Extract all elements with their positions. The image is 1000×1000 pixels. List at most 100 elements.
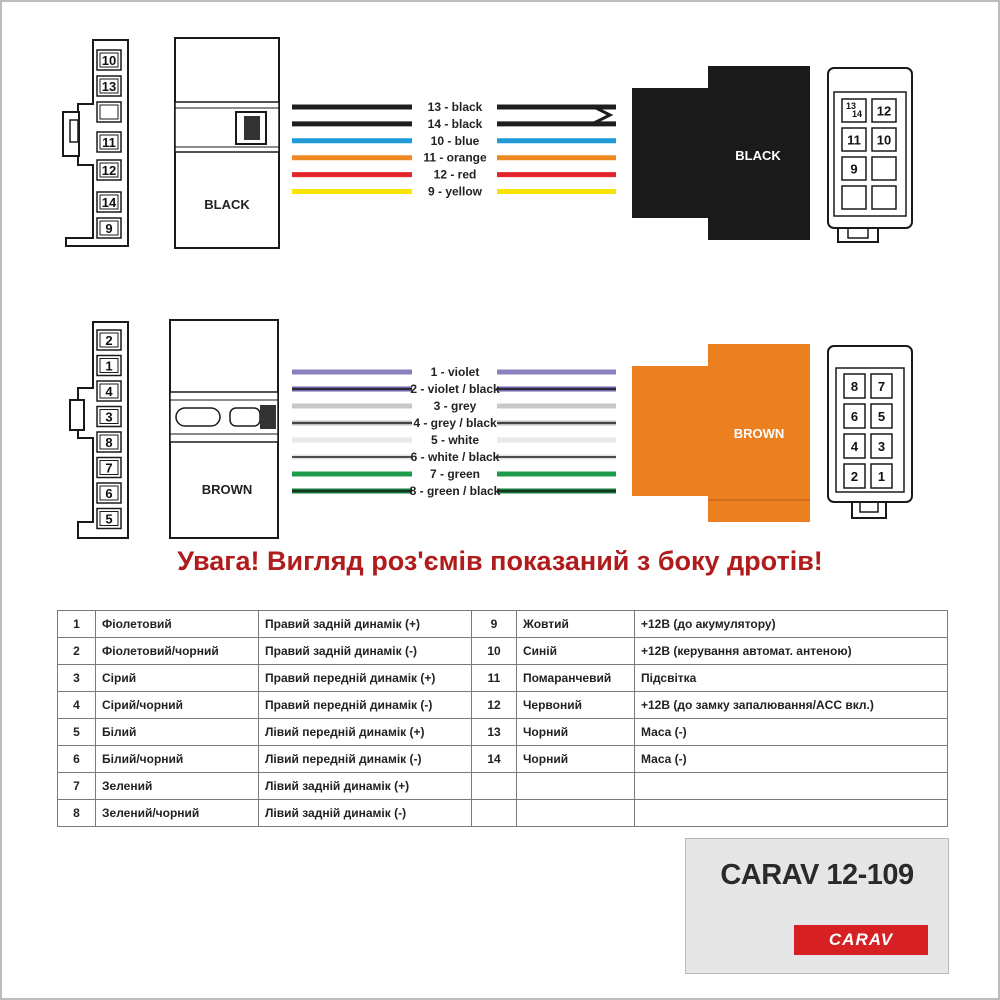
black-face-pin-13-label: 13 [846,101,856,111]
table-cell [471,799,517,827]
table-cell: Фіолетовий [95,610,259,638]
brown-wire-label-2-violet-black: 2 - violet / black [410,382,500,396]
brown-housing-label: BROWN [202,482,253,497]
table-cell: Чорний [516,745,635,773]
brown-side-pin-2-inner [99,332,119,348]
black-face-pin-14-label: 14 [852,109,862,119]
brown-wire-label-1-violet: 1 - violet [431,365,480,379]
table-cell: 11 [471,664,517,692]
wire-junction-arrow [497,105,614,125]
black-side-pin-12-inner [99,162,119,178]
table-cell: Сірий/чорний [95,691,259,719]
black-wire-group: 13 - black 14 - black 10 - blue 11 - orange… [292,100,616,199]
brown-side-pin-4-label: 4 [105,384,113,399]
brown-side-pin-5-label: 5 [105,512,112,527]
table-cell: Лівий передній динамік (-) [258,745,472,773]
brown-side-pin-6-inner [99,485,119,501]
black-side-pin-11-inner [99,134,119,150]
brown-side-pin-7-label: 7 [105,461,112,476]
table-cell: 7 [57,772,96,800]
black-side-pin-14-label: 14 [102,195,117,210]
model-name: CARAV 12-109 [720,859,914,891]
table-cell: +12В (керування автомат. антеною) [634,637,948,665]
black-face-pin-13/14-box [841,98,867,123]
brown-side-pin-6-label: 6 [105,486,112,501]
black-side-pin-10-label: 10 [102,53,116,68]
model-label-box: CARAV 12-109 CARAV [685,838,949,974]
brown-side-pin-7-inner [99,460,119,475]
table-cell: Білий/чорний [95,745,259,773]
brown-wire-label-7-green: 7 - green [430,467,480,481]
table-cell: 5 [57,718,96,746]
black-face-pin-11-box [841,127,867,152]
black-housing-label: BLACK [204,197,250,212]
black-wire-label-10-blue: 10 - blue [431,134,480,148]
brown-plug: BROWN [632,344,810,522]
brown-face-pin-4-box [843,433,866,459]
brown-side-pin-8-label: 8 [105,435,112,450]
brown-wire-label-5-white: 5 - white [431,433,479,447]
black-wire-label-11-orange: 11 - orange [423,151,487,165]
black-wire-label-14-black: 14 - black [428,117,483,131]
table-cell: 1 [57,610,96,638]
table-cell: Червоний [516,691,635,719]
brand-logo: CARAV [794,925,928,955]
brown-face-pin-6-label: 6 [851,409,858,424]
table-cell: Правий передній динамік (-) [258,691,472,719]
table-cell: Лівий задній динамік (+) [258,772,472,800]
black-face-pin-blank-box [841,185,867,210]
table-cell: 8 [57,799,96,827]
table-cell: 4 [57,691,96,719]
black-face-pin-12-label: 12 [877,104,891,119]
table-cell: 6 [57,745,96,773]
black-wire-label-12-red: 12 - red [434,168,477,182]
black-face-pin-10-label: 10 [877,133,891,148]
table-cell: 10 [471,637,517,665]
black-wire-label-13-black: 13 - black [428,100,483,114]
table-cell: Маса (-) [634,718,948,746]
brown-face-pin-7-box [870,373,893,399]
brown-face-pin-8-label: 8 [851,379,858,394]
brown-face-pin-7-label: 7 [878,379,885,394]
table-cell: +12В (до замку запалювання/ACC вкл.) [634,691,948,719]
brown-face-pin-6-box [843,403,866,429]
table-cell [471,772,517,800]
table-cell: Лівий задній динамік (-) [258,799,472,827]
table-cell: 3 [57,664,96,692]
black-side-pin-13-inner [99,78,119,94]
black-plug: BLACK [632,66,810,240]
table-cell: Білий [95,718,259,746]
table-cell: Чорний [516,718,635,746]
black-side-pin-11-label: 11 [102,135,116,150]
table-cell: Правий задній динамік (+) [258,610,472,638]
table-cell: 2 [57,637,96,665]
brown-side-pin-5-inner [99,511,119,526]
table-cell: Зелений [95,772,259,800]
table-cell: Зелений/чорний [95,799,259,827]
brown-face-pin-1-box [870,463,893,489]
brown-side-pin-1-label: 1 [105,359,112,374]
brown-side-pin-3-label: 3 [105,410,112,425]
black-wire-label-9-yellow: 9 - yellow [428,185,483,199]
table-cell: Фіолетовий/чорний [95,637,259,665]
brown-face-pin-3-label: 3 [878,439,885,454]
table-cell: Підсвітка [634,664,948,692]
table-cell: Лівий передній динамік (+) [258,718,472,746]
black-face-pin-blank-box [871,185,897,210]
black-face-pin-10-box [871,127,897,152]
table-cell: Синій [516,637,635,665]
brown-wire-label-6-white-black: 6 - white / black [411,450,500,464]
table-cell: Правий передній динамік (+) [258,664,472,692]
black-side-pin-9-label: 9 [105,221,112,236]
black-side-pin-14-inner [99,194,119,210]
